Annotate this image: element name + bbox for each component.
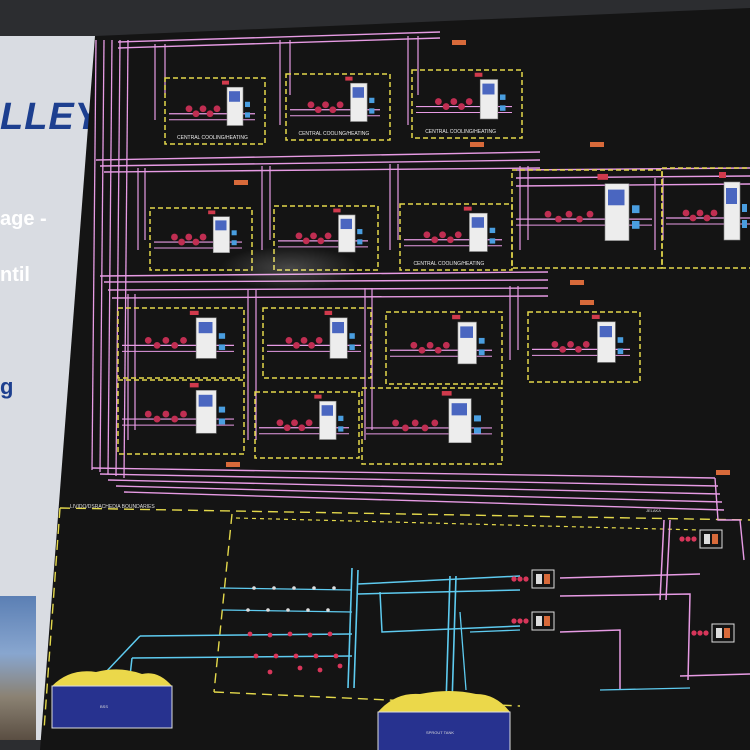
unit-r3-4[interactable]	[527, 311, 641, 383]
unit-label: CENTRAL COOLING/HEATING	[425, 129, 496, 135]
unit-label: CENTRAL COOLING/HEATING	[413, 261, 484, 267]
unit-r3-1[interactable]	[117, 307, 245, 379]
unit-r1-1[interactable]: CENTRAL COOLING/HEATING	[164, 77, 266, 145]
unit-r3-2[interactable]	[262, 307, 372, 379]
boundary-label: LIVIDO/DSRACHEDIA BOUNDARIES	[70, 504, 155, 510]
unit-r4-2[interactable]	[254, 391, 360, 459]
unit-label: CENTRAL COOLING/HEATING	[298, 131, 369, 137]
unit-r4-1[interactable]	[117, 379, 245, 455]
unit-r2-1[interactable]	[149, 207, 253, 271]
tank-left-label: BSS	[100, 704, 108, 709]
unit-r4-3[interactable]	[361, 387, 503, 465]
tag-label: JELAKA	[646, 508, 661, 513]
slide-text-line-2: ntil	[0, 264, 30, 286]
unit-r2-4[interactable]	[511, 169, 663, 269]
slide-text-line-1: age -	[0, 208, 47, 230]
unit-r1-2[interactable]: CENTRAL COOLING/HEATING	[285, 73, 391, 141]
unit-r1-3[interactable]: CENTRAL COOLING/HEATING	[411, 69, 523, 139]
unit-r2-3[interactable]: CENTRAL COOLING/HEATING	[399, 203, 513, 271]
storage-tank-right: SPROUT TANK	[377, 691, 511, 750]
storage-tank-left: BSS	[51, 669, 173, 729]
unit-r2-5[interactable]	[661, 167, 750, 269]
unit-r3-3[interactable]	[385, 311, 503, 385]
unit-label: CENTRAL COOLING/HEATING	[177, 135, 248, 141]
slide-title-fragment: LLEY	[0, 96, 95, 138]
tank-right-label: SPROUT TANK	[426, 730, 454, 735]
slide-photo	[0, 596, 36, 740]
slide-text-line-3: g	[0, 374, 14, 399]
